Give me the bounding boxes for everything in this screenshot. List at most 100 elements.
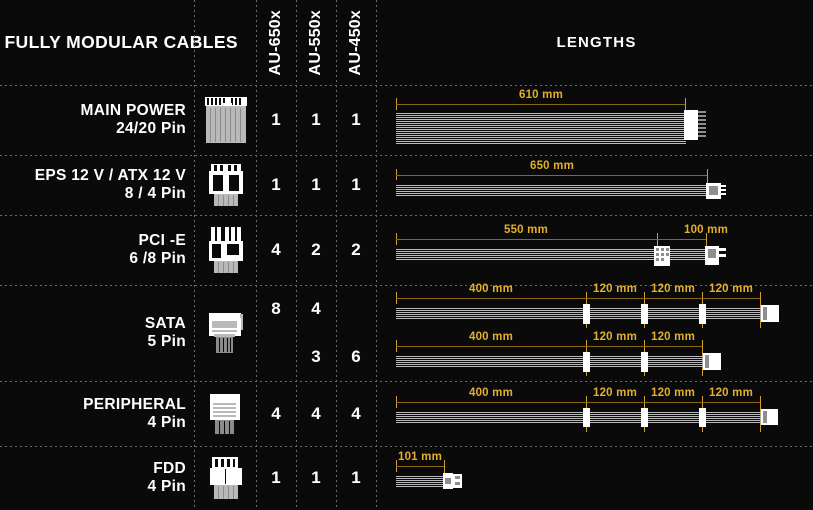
qty-au-550x: 4 (311, 299, 321, 318)
connector-pin (698, 119, 706, 121)
row-name-line1: FDD (153, 460, 186, 478)
connector-pin (698, 115, 706, 117)
qty-au-450x: 1 (351, 468, 361, 487)
table-row: PCI -E 6 /8 Pin 4 2 2 (0, 215, 813, 285)
qty-au-550x: 1 (311, 468, 321, 487)
qty-au-450x: 1 (351, 175, 361, 194)
column-header-au-550x: AU-550x (296, 0, 336, 85)
dim-line (644, 346, 702, 347)
dim-label: 650 mm (529, 160, 575, 172)
dim-line (702, 298, 760, 299)
row-name-line2: 4 Pin (147, 413, 186, 431)
connector-pin (455, 482, 460, 485)
connector-body (705, 355, 709, 368)
row-name-line2: 4 Pin (147, 478, 186, 495)
cable-inline-connector (583, 352, 590, 372)
dim-label: 400 mm (468, 331, 514, 343)
qty-au-450x: 4 (351, 403, 361, 423)
cable-mid-connector (654, 246, 670, 266)
cable-wires (396, 249, 657, 261)
table-header: FULLY MODULAR CABLES AU-650x AU-550x AU-… (0, 0, 813, 85)
cable-inline-connector (583, 304, 590, 324)
connector-pin (719, 254, 726, 257)
connector-latch (687, 121, 695, 129)
column-header-label: AU-650x (267, 9, 284, 76)
qty-au-450x: 1 (351, 110, 361, 129)
connector-pin (656, 248, 659, 251)
qty-au-650x: 8 (271, 299, 281, 318)
cable-wires (396, 308, 766, 320)
row-label: PCI -E 6 /8 Pin (0, 215, 190, 285)
row-name-line2: 8 / 4 Pin (124, 185, 186, 202)
dim-label: 120 mm (650, 331, 696, 343)
dim-label: 400 mm (468, 387, 514, 399)
dim-line (396, 298, 586, 299)
connector-pin (661, 258, 664, 261)
table-row: EPS 12 V / ATX 12 V 8 / 4 Pin 1 (0, 155, 813, 215)
connector-body (763, 307, 767, 320)
qty-au-650x: 4 (271, 403, 281, 423)
table-row: SATA 5 Pin 8 4 3 6 (0, 283, 813, 381)
connector-pin (455, 476, 460, 479)
connector-pin (656, 253, 659, 256)
cable-wires (396, 113, 686, 145)
table-row: FDD 4 Pin 1 1 1 (0, 446, 813, 510)
row-label: MAIN POWER 24/20 Pin (0, 85, 190, 155)
qty-au-650x: 1 (271, 110, 281, 129)
row-name-line1: PCI -E (138, 232, 186, 250)
connector-body (763, 411, 767, 423)
dim-line (644, 298, 702, 299)
dim-label: 120 mm (708, 387, 754, 399)
qty2-au-650x (256, 333, 296, 381)
dim-line (644, 402, 702, 403)
connector-pin (721, 189, 726, 191)
dim-line (396, 175, 708, 176)
length-diagram: 610 mm (380, 85, 813, 155)
dim-tick (685, 98, 686, 120)
dim-label: 550 mm (503, 224, 549, 236)
connector-pin (698, 135, 706, 137)
length-diagram: 400 mm 120 mm 120 mm 120 mm (380, 381, 813, 446)
cable-inline-connector (641, 304, 648, 324)
row-name-line1: EPS 12 V / ATX 12 V (34, 167, 186, 185)
qty-au-650x: 1 (271, 468, 281, 487)
cable-inline-connector (583, 408, 590, 427)
row-label: EPS 12 V / ATX 12 V 8 / 4 Pin (0, 155, 190, 215)
cable-inline-connector (699, 408, 706, 427)
connector-pin (698, 127, 706, 129)
cable-wires (396, 476, 444, 488)
length-diagram: 400 mm 120 mm 120 mm 120 mm (380, 283, 813, 333)
qty-au-550x: 1 (311, 110, 321, 129)
qty-au-650x: 4 (271, 240, 281, 259)
cable-wires (396, 185, 708, 197)
connector-pin (721, 185, 726, 187)
cable-inline-connector (699, 304, 706, 324)
dim-label: 101 mm (397, 451, 443, 463)
column-header-au-450x: AU-450x (336, 0, 376, 85)
qty-au-550x: 4 (311, 403, 321, 423)
connector-body (709, 186, 718, 195)
column-header-lengths: LENGTHS (556, 34, 637, 51)
row-name-line2: 24/20 Pin (116, 120, 186, 137)
table-row: MAIN POWER 24/20 Pin (0, 85, 813, 155)
row-label: FDD 4 Pin (0, 446, 190, 510)
connector-pin (656, 258, 659, 261)
fdd-4pin-connector-icon (195, 446, 256, 510)
connector-pin (666, 253, 669, 256)
connector-body (445, 478, 451, 484)
row-name-line2: 6 /8 Pin (129, 250, 186, 267)
row-name-line1: MAIN POWER (80, 102, 186, 120)
dim-tick (657, 233, 658, 247)
row-name-line1: PERIPHERAL (83, 395, 186, 413)
dim-label: 400 mm (468, 283, 514, 295)
dim-line (657, 239, 706, 240)
dim-label: 610 mm (518, 89, 564, 101)
page-title: FULLY MODULAR CABLES (4, 32, 238, 52)
connector-pin (661, 248, 664, 251)
length-diagram: 400 mm 120 mm 120 mm (380, 331, 813, 381)
connector-pin (661, 253, 664, 256)
length-diagram: 650 mm (380, 155, 813, 215)
column-header-label: AU-550x (307, 9, 324, 76)
atx-24pin-connector-icon (195, 85, 256, 155)
